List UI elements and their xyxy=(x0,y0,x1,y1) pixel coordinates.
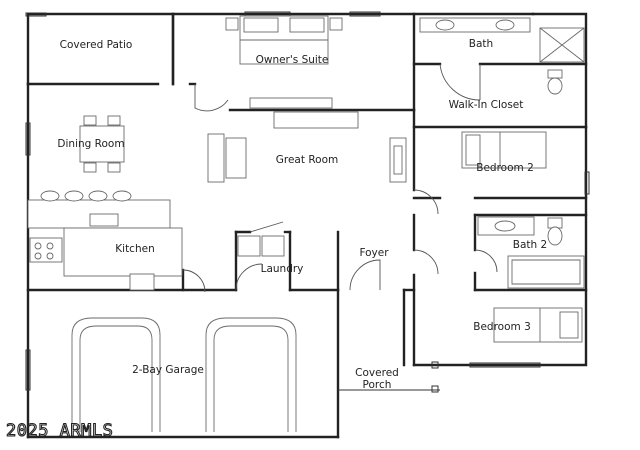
watermark: 2025 ARMLS xyxy=(6,421,113,441)
bedroom-3-bed xyxy=(493,307,583,343)
laundry-fixtures xyxy=(237,235,285,257)
bedroom-2-bed xyxy=(461,131,547,169)
label-owners-suite: Owner's Suite xyxy=(256,54,329,66)
label-kitchen: Kitchen xyxy=(115,243,154,255)
label-dining-room: Dining Room xyxy=(57,138,124,150)
label-bedroom-3: Bedroom 3 xyxy=(473,321,531,333)
owners-bed xyxy=(225,15,343,109)
bath-fixtures xyxy=(419,17,585,95)
label-bath-2: Bath 2 xyxy=(513,239,547,251)
dining-table xyxy=(79,115,125,173)
bath-2-fixtures xyxy=(477,216,585,289)
label-bath: Bath xyxy=(469,38,493,50)
label-garage: 2-Bay Garage xyxy=(132,364,204,376)
label-foyer: Foyer xyxy=(359,247,389,259)
label-walk-in-closet: Walk-In Closet xyxy=(449,99,524,111)
kitchen-fixtures xyxy=(27,190,183,291)
porch-posts xyxy=(431,361,439,393)
garage-cars xyxy=(71,317,297,432)
label-great-room: Great Room xyxy=(276,154,338,166)
great-room-furniture xyxy=(207,111,407,183)
doors xyxy=(182,63,498,293)
label-laundry: Laundry xyxy=(261,263,304,275)
label-covered-porch-line1: Covered xyxy=(355,367,399,379)
label-covered-porch-line2: Porch xyxy=(363,379,392,391)
label-covered-patio: Covered Patio xyxy=(60,39,133,51)
label-bedroom-2: Bedroom 2 xyxy=(476,162,534,174)
